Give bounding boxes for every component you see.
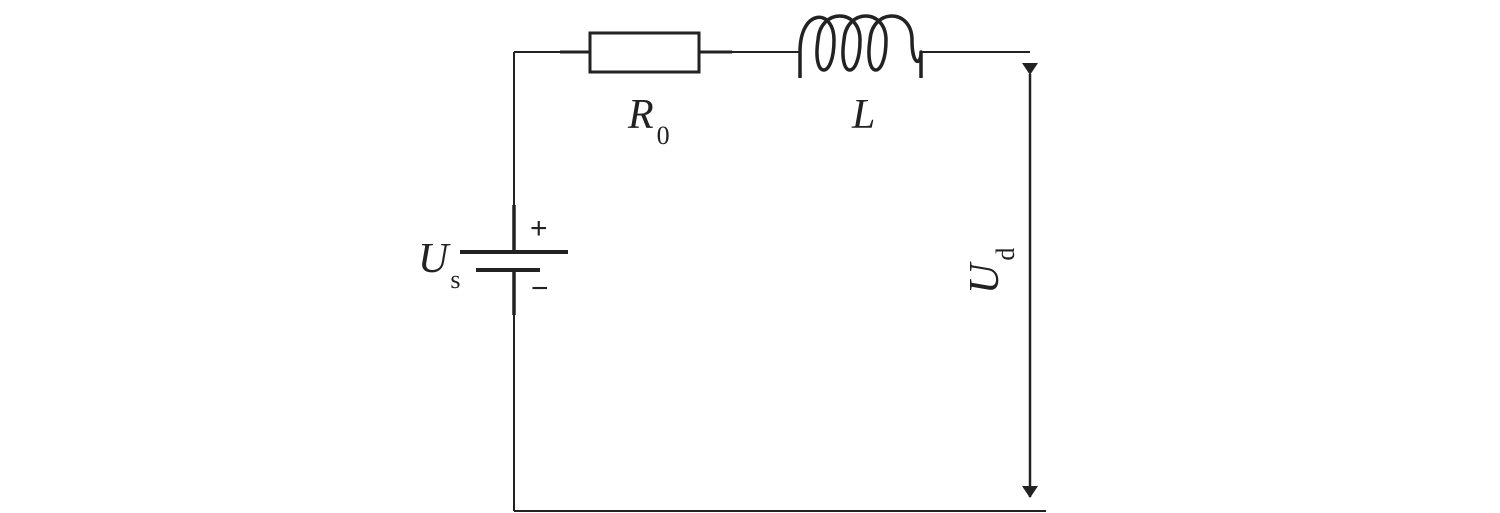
- minus-sign: −: [531, 272, 549, 305]
- svg-text:Ud: Ud: [962, 248, 1020, 294]
- source-label: Us: [418, 236, 460, 294]
- battery-source: [460, 205, 568, 315]
- wires: [513, 50, 1046, 512]
- output-voltage-subscript: d: [991, 248, 1020, 261]
- plus-sign: +: [530, 212, 548, 245]
- inductor-l: [798, 14, 923, 78]
- resistor-symbol: R: [627, 92, 654, 138]
- source-subscript: s: [450, 265, 460, 294]
- output-voltage-label: Ud: [962, 248, 1020, 294]
- resistor-r0: [588, 31, 701, 74]
- output-voltage-symbol: U: [962, 261, 1008, 294]
- inductor-label: L: [851, 92, 875, 138]
- source-symbol: U: [418, 236, 451, 282]
- resistor-subscript: 0: [657, 121, 670, 150]
